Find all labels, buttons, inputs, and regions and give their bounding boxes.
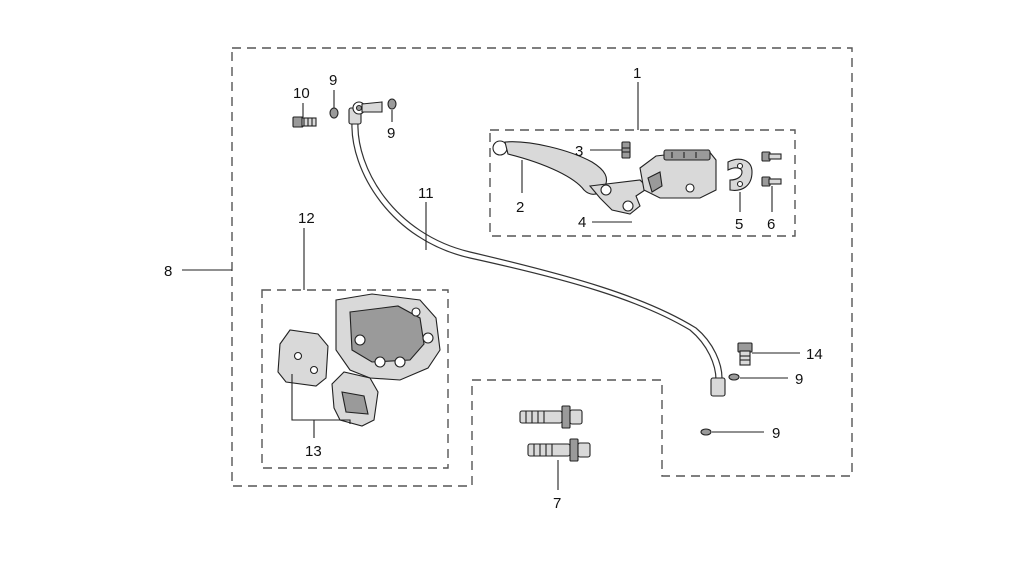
leader-lines	[182, 82, 800, 490]
brake-lever-2	[492, 140, 608, 195]
clamp-bolt-6-upper	[761, 151, 782, 162]
callout-9-top-right: 9	[387, 125, 395, 142]
banjo-fitting-top	[352, 101, 383, 115]
callout-4: 4	[578, 214, 586, 231]
callout-5: 5	[735, 216, 743, 233]
washer-9-top-right	[387, 98, 397, 110]
pivot-bolt-3	[621, 141, 631, 159]
washer-9-lower-lower	[700, 428, 712, 436]
banjo-bolt-10	[292, 116, 317, 128]
assembly-boundary-8	[231, 47, 853, 487]
master-cylinder-group-box	[489, 129, 796, 237]
callout-10: 10	[293, 85, 310, 102]
callout-9-right-upper: 9	[795, 371, 803, 388]
caliper-group-box	[261, 289, 449, 469]
callout-8: 8	[164, 263, 172, 280]
callout-14: 14	[806, 346, 823, 363]
callout-1: 1	[633, 65, 641, 82]
clamp-bolt-6-lower	[761, 176, 782, 187]
callout-7: 7	[553, 495, 561, 512]
callout-11: 11	[418, 185, 434, 202]
lever-bracket-4	[588, 179, 649, 215]
brake-pad-13-right	[331, 371, 379, 427]
callout-6: 6	[767, 216, 775, 233]
master-cylinder-body	[639, 149, 717, 199]
brake-caliper	[335, 293, 441, 381]
washer-9-lower-upper	[728, 373, 740, 381]
callout-13: 13	[305, 443, 322, 460]
brake-pad-13-left	[277, 329, 329, 387]
banjo-bolt-14	[737, 342, 753, 366]
caliper-bolt-7-lower	[527, 438, 591, 462]
washer-9-top-left	[329, 107, 339, 119]
callout-9-top-left: 9	[329, 72, 337, 89]
callout-9-right-lower: 9	[772, 425, 780, 442]
callout-2: 2	[516, 199, 524, 216]
caliper-bolt-7-upper	[519, 405, 583, 429]
callout-3: 3	[575, 143, 583, 160]
callout-12: 12	[298, 210, 315, 227]
clamp-5	[727, 158, 753, 191]
